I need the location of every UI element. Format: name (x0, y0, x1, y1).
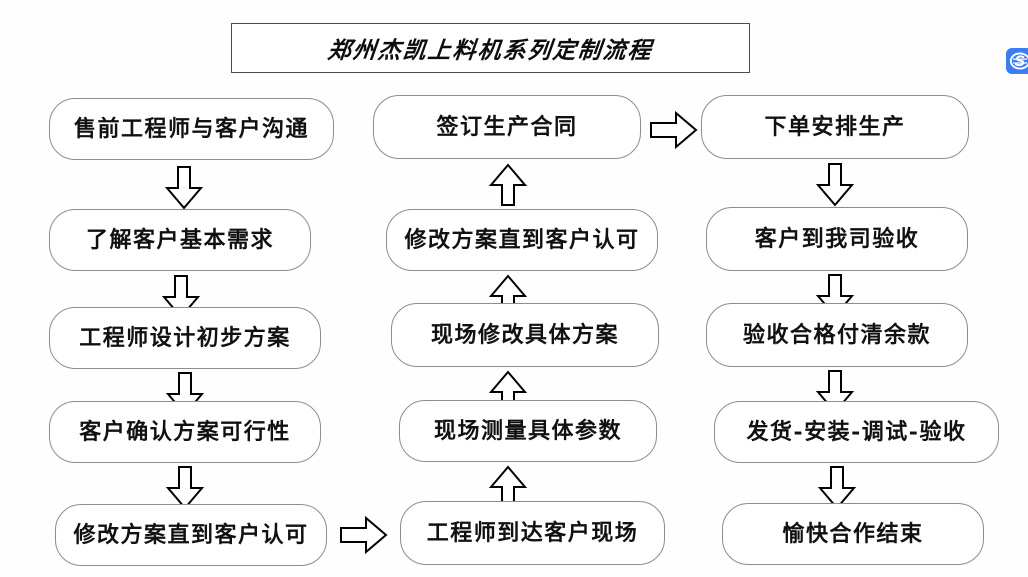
s-logo-badge-icon (1006, 48, 1028, 74)
arrow-down-l1-l2 (163, 166, 205, 210)
flow-node-m1[interactable]: 签订生产合同 (373, 95, 641, 159)
chart-title-box: 郑州杰凯上料机系列定制流程 (231, 23, 750, 73)
flow-node-r4[interactable]: 发货-安装-调试-验收 (714, 401, 999, 463)
flow-node-m3[interactable]: 现场修改具体方案 (391, 303, 659, 367)
flow-node-l4[interactable]: 客户确认方案可行性 (49, 401, 321, 463)
flow-node-r2[interactable]: 客户到我司验收 (706, 207, 968, 271)
arrow-down-r4-r5 (816, 466, 858, 510)
page-title: 郑州杰凯上料机系列定制流程 (326, 37, 655, 64)
flow-node-l3[interactable]: 工程师设计初步方案 (49, 307, 321, 369)
arrow-up-m2-m1 (487, 163, 529, 207)
flow-node-l5[interactable]: 修改方案直到客户认可 (55, 504, 327, 566)
arrow-right-m1-r1 (650, 110, 698, 150)
flow-node-m2[interactable]: 修改方案直到客户认可 (386, 209, 658, 271)
flow-node-m5[interactable]: 工程师到达客户现场 (400, 501, 665, 565)
arrow-down-l4-l5 (164, 466, 206, 510)
flow-node-m4[interactable]: 现场测量具体参数 (399, 400, 657, 462)
flow-node-l1[interactable]: 售前工程师与客户沟通 (49, 98, 334, 160)
flow-node-r1[interactable]: 下单安排生产 (701, 95, 969, 159)
flow-node-l2[interactable]: 了解客户基本需求 (49, 209, 311, 271)
flow-node-r3[interactable]: 验收合格付清余款 (706, 303, 968, 367)
arrow-down-r1-r2 (814, 163, 856, 207)
arrow-right-l5-m5 (340, 515, 388, 555)
flow-node-r5[interactable]: 愉快合作结束 (722, 503, 984, 565)
